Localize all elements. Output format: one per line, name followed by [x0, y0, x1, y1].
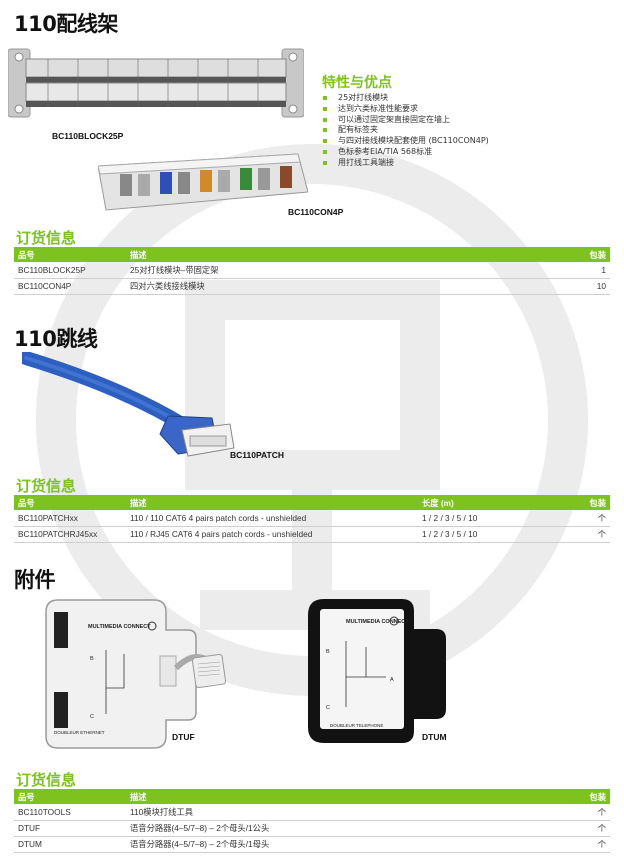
table-row: BC110BLOCK25P 25对打线模块–带固定架 1	[14, 262, 610, 279]
table-row: BC110PATCHxx 110 / 110 CAT6 4 pairs patc…	[14, 510, 610, 527]
caption-dtuf: DTUF	[172, 732, 195, 742]
caption-bc110con4p: BC110CON4P	[288, 207, 344, 217]
dtuf-label-b: B	[90, 656, 94, 662]
col-header-part: 品号	[14, 789, 126, 804]
feature-item: 达到六类标准性能要求	[322, 104, 489, 115]
table-header-row: 品号 描述 包装	[14, 789, 610, 804]
table-row: DTUM 语音分路器(4–5/7–8) – 2个母头/1母头 个	[14, 836, 610, 853]
dtuf-footer: DOUBLEUR ETHERNET	[54, 730, 105, 735]
dtum-image: MULTIMEDIA CONNECT B C A DOUBLEUR TELEPH…	[308, 599, 446, 743]
order-table-1: 品号 描述 包装 BC110BLOCK25P 25对打线模块–带固定架 1 BC…	[14, 247, 610, 295]
dtum-label-c: C	[326, 705, 330, 711]
patch-cord-image	[22, 352, 235, 457]
col-header-desc: 描述	[126, 789, 550, 804]
dtuf-brand: MULTIMEDIA CONNECT	[88, 624, 151, 630]
dtum-brand: MULTIMEDIA CONNECT	[346, 619, 409, 625]
order-info-title-3: 订货信息	[16, 771, 77, 789]
col-header-desc: 描述	[126, 495, 418, 510]
caption-dtum: DTUM	[422, 732, 447, 742]
feature-item: 可以通过固定架直接固定在墙上	[322, 115, 489, 126]
feature-item: 25对打线模块	[322, 93, 489, 104]
dtum-label-a: A	[390, 677, 394, 683]
table-row: DTUF 语音分路器(4–5/7–8) – 2个母头/1公头 个	[14, 820, 610, 837]
col-header-part: 品号	[14, 247, 126, 262]
col-header-desc: 描述	[126, 247, 550, 262]
110-block-image	[8, 48, 304, 118]
order-info-title-1: 订货信息	[16, 229, 77, 247]
feature-item: 与四对接线模块配套使用 (BC110CON4P)	[322, 136, 489, 147]
section-title-accessories: 附件	[14, 568, 56, 592]
dtum-footer: DOUBLEUR TELEPHONE	[330, 723, 383, 728]
col-header-part: 品号	[14, 495, 126, 510]
order-table-3: 品号 描述 包装 BC110TOOLS 110模块打线工具 个 DTUF 语音分…	[14, 789, 610, 853]
order-table-2: 品号 描述 长度 (m) 包装 BC110PATCHxx 110 / 110 C…	[14, 495, 610, 543]
dtuf-image: MULTIMEDIA CONNECT B C DOUBLEUR ETHERNET	[45, 599, 227, 749]
order-info-title-2: 订货信息	[16, 477, 77, 495]
feature-item: 色标参考EIA/TIA 568标准	[322, 147, 489, 158]
dtum-label-b: B	[326, 649, 330, 655]
feature-item: 用打线工具端接	[322, 158, 489, 169]
table-row: BC110CON4P 四对六类线接线模块 10	[14, 278, 610, 295]
col-header-pack: 包装	[560, 495, 610, 510]
section-title-110-frame: 110配线架	[14, 12, 118, 36]
col-header-length: 长度 (m)	[418, 495, 560, 510]
table-header-row: 品号 描述 长度 (m) 包装	[14, 495, 610, 510]
col-header-pack: 包装	[550, 789, 610, 804]
110-connector-image	[98, 153, 308, 211]
section-title-110-patch: 110跳线	[14, 327, 98, 351]
dtuf-label-c: C	[90, 714, 94, 720]
table-header-row: 品号 描述 包装	[14, 247, 610, 262]
caption-bc110block25p: BC110BLOCK25P	[52, 131, 124, 141]
features-title: 特性与优点	[322, 75, 392, 91]
table-row: BC110TOOLS 110模块打线工具 个	[14, 804, 610, 821]
caption-bc110patch: BC110PATCH	[230, 450, 285, 460]
col-header-pack: 包装	[550, 247, 610, 262]
feature-item: 配有标签夹	[322, 125, 489, 136]
table-row: BC110PATCHRJ45xx 110 / RJ45 CAT6 4 pairs…	[14, 526, 610, 543]
features-list: 25对打线模块 达到六类标准性能要求 可以通过固定架直接固定在墙上 配有标签夹 …	[322, 93, 489, 169]
